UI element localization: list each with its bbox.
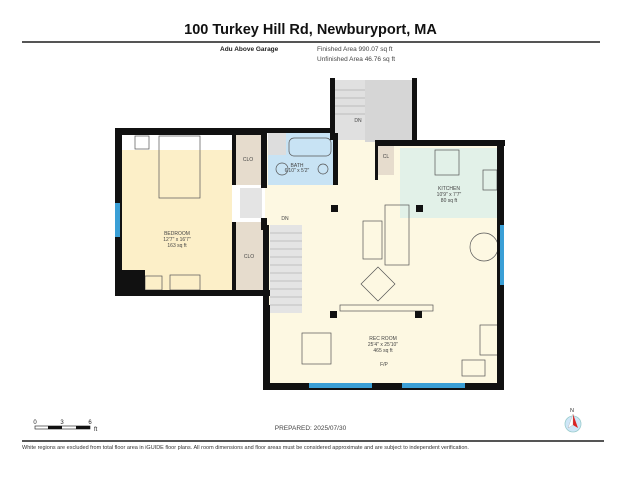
cl-label: CL [383, 154, 390, 160]
finished-area: Finished Area 990.07 sq ft [317, 46, 393, 53]
scale-label: 3 [60, 420, 64, 426]
disclaimer: White regions are excluded from total fl… [22, 445, 469, 451]
footer-divider [22, 440, 604, 442]
bedroom-area [122, 150, 232, 290]
rec-room-name: REC ROOM [369, 336, 397, 342]
rec-room-dims: 25'4" x 25'10" [368, 342, 398, 348]
closet-lower [236, 222, 264, 290]
landing-stairs [240, 188, 262, 218]
level-name: Adu Above Garage [220, 46, 279, 53]
stairs-down-label: DN [281, 216, 289, 222]
windows [115, 203, 504, 388]
rec-room-area: 465 sq ft [373, 348, 393, 354]
prepared-date: PREPARED: 2025/07/30 [274, 425, 347, 432]
bath-name: BATH [291, 163, 304, 169]
bathtub [288, 137, 332, 157]
stairs-down [270, 225, 302, 313]
kitchen-area-label: 80 sq ft [441, 198, 458, 204]
closet-label: CLO [244, 254, 254, 260]
bath-dims: 6'10" x 5'2" [285, 168, 310, 174]
closet-label: CLO [243, 157, 253, 163]
header-divider [22, 41, 600, 43]
bedroom-unfinished [122, 135, 232, 150]
furniture [134, 135, 499, 377]
kitchen-name: KITCHEN [438, 186, 460, 192]
compass-icon: N [564, 408, 582, 433]
bed [158, 135, 201, 199]
bedroom-name: BEDROOM [164, 231, 190, 237]
stairs-down-label: DN [354, 118, 362, 124]
stove [434, 149, 460, 176]
closet-upper [235, 135, 261, 185]
closet-cl [377, 143, 394, 175]
kitchen-area [400, 148, 497, 218]
page-title: 100 Turkey Hill Rd, Newburyport, MA [184, 22, 437, 38]
sofa [384, 204, 410, 266]
bedroom-dims: 12'7" x 16'7" [163, 237, 191, 243]
compass-north: N [570, 408, 574, 414]
scale-unit: ft [94, 427, 98, 433]
unfinished-area-top [365, 80, 413, 142]
unfinished-area: Unfinished Area 46.76 sq ft [317, 56, 396, 63]
kitchen-dims: 10'9" x 7'7" [437, 192, 462, 198]
scale-bar: 0 3 6 ft [33, 420, 97, 433]
scale-label: 0 [33, 420, 37, 426]
stairs-up [335, 80, 365, 140]
stair-treads [270, 89, 365, 306]
coffee-table [362, 220, 383, 260]
bath-storage [268, 133, 286, 155]
table [301, 332, 332, 365]
fireplace-label: F/P [380, 362, 388, 368]
scale-label: 6 [88, 420, 92, 426]
armchair [360, 266, 396, 302]
bedroom-area-label: 163 sq ft [167, 243, 187, 249]
